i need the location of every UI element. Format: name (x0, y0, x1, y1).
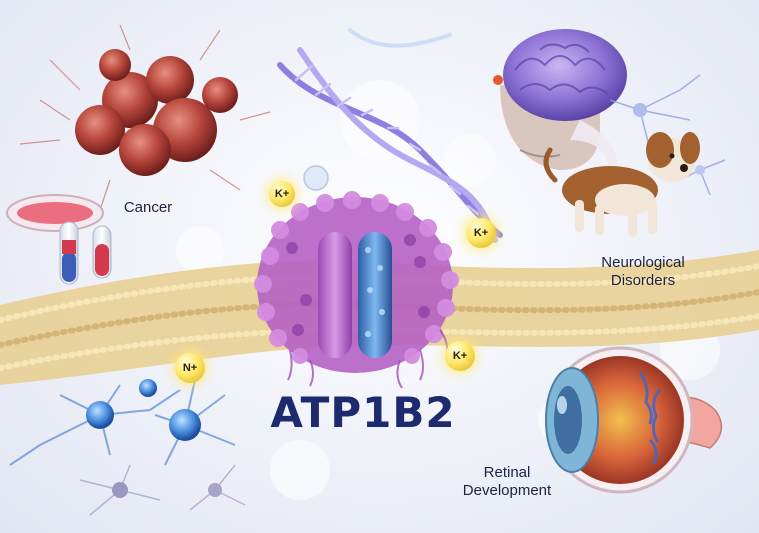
neurons-lower (9, 379, 246, 516)
diagram-title: ATP1B2 (270, 388, 456, 437)
potassium-ion-top: K+ (269, 181, 295, 207)
neurological-label-line2: Disorders (610, 272, 676, 289)
sodium-ion: N+ (175, 353, 205, 383)
retinal-development-label: Retinal Development (447, 464, 567, 500)
puppy (543, 132, 700, 237)
retinal-label-line2: Development (462, 482, 552, 499)
brain-head (493, 29, 627, 190)
retinal-label-line1: Retinal (483, 464, 531, 481)
eye-retina (545, 346, 723, 494)
dna-helix (277, 28, 503, 243)
tumor-cells (19, 24, 271, 211)
potassium-ion-right: K+ (466, 218, 496, 248)
neurological-disorders-label: Neurological Disorders (578, 254, 708, 290)
neurological-label-line1: Neurological (601, 254, 685, 271)
lab-samples (6, 194, 112, 285)
cancer-label: Cancer (123, 199, 173, 216)
potassium-ion-lower: K+ (445, 341, 475, 371)
membrane-protein (254, 165, 459, 389)
neuron-upper (609, 74, 726, 196)
